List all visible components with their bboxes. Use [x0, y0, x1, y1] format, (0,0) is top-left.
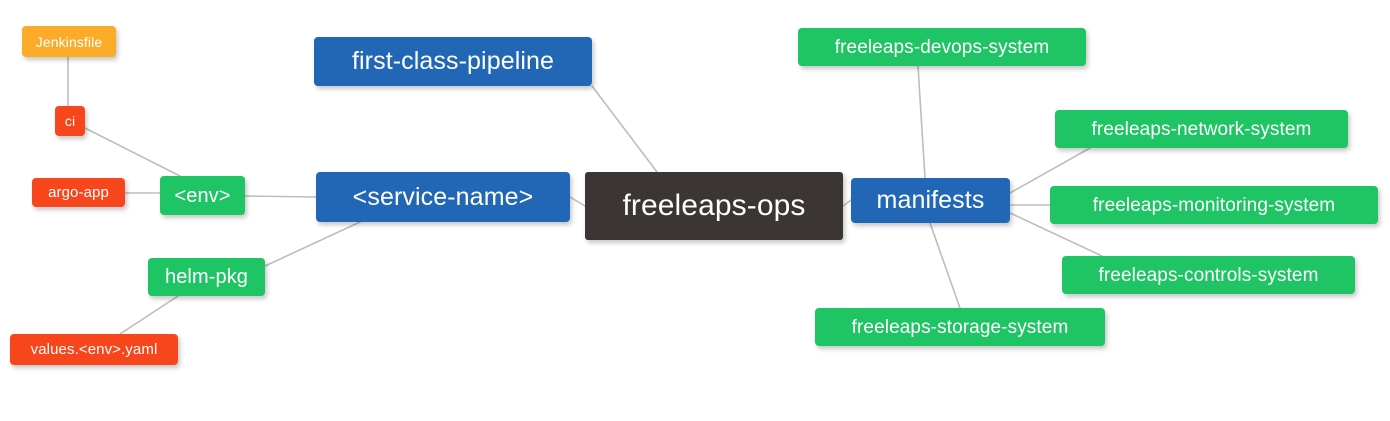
node-root[interactable]: freeleaps-ops [585, 172, 843, 240]
node-devops-system[interactable]: freeleaps-devops-system [798, 28, 1086, 66]
node-helm-pkg[interactable]: helm-pkg [148, 258, 265, 296]
edge-root-to-manifests [842, 199, 852, 207]
node-monitoring-system[interactable]: freeleaps-monitoring-system [1050, 186, 1378, 224]
edge-root-to-service-name [569, 196, 586, 207]
node-storage-system[interactable]: freeleaps-storage-system [815, 308, 1105, 346]
node-service-name[interactable]: <service-name> [316, 172, 570, 222]
edge-env-to-ci [84, 127, 181, 177]
node-label-env: <env> [174, 184, 231, 207]
node-network-system[interactable]: freeleaps-network-system [1055, 110, 1348, 148]
node-label-controls-system: freeleaps-controls-system [1098, 264, 1319, 286]
edge-manifests-to-devops-system [917, 65, 926, 179]
node-label-ci: ci [64, 113, 76, 129]
edge-service-name-to-helm-pkg [264, 221, 361, 267]
node-jenkinsfile[interactable]: Jenkinsfile [22, 26, 116, 57]
node-values-yaml[interactable]: values.<env>.yaml [10, 334, 178, 365]
node-label-root: freeleaps-ops [622, 189, 806, 222]
node-first-class-pipeline[interactable]: first-class-pipeline [314, 37, 592, 86]
node-label-manifests: manifests [876, 186, 985, 214]
node-label-devops-system: freeleaps-devops-system [834, 36, 1050, 58]
node-manifests[interactable]: manifests [851, 178, 1010, 223]
node-label-argo-app: argo-app [48, 184, 109, 201]
node-env[interactable]: <env> [160, 176, 245, 215]
node-label-jenkinsfile: Jenkinsfile [35, 33, 103, 50]
node-controls-system[interactable]: freeleaps-controls-system [1062, 256, 1355, 294]
node-label-values-yaml: values.<env>.yaml [30, 341, 158, 358]
node-label-service-name: <service-name> [352, 182, 534, 211]
node-argo-app[interactable]: argo-app [32, 178, 125, 207]
edge-service-name-to-env [244, 195, 317, 198]
node-label-monitoring-system: freeleaps-monitoring-system [1092, 194, 1336, 216]
edge-root-to-first-class-pipeline [591, 85, 658, 173]
edge-manifests-to-storage-system [929, 222, 961, 309]
node-label-storage-system: freeleaps-storage-system [851, 316, 1069, 338]
node-ci[interactable]: ci [55, 106, 85, 136]
edge-helm-pkg-to-values-yaml [119, 295, 179, 335]
node-label-helm-pkg: helm-pkg [164, 266, 249, 288]
node-label-network-system: freeleaps-network-system [1091, 118, 1312, 140]
node-label-first-class-pipeline: first-class-pipeline [351, 47, 555, 75]
